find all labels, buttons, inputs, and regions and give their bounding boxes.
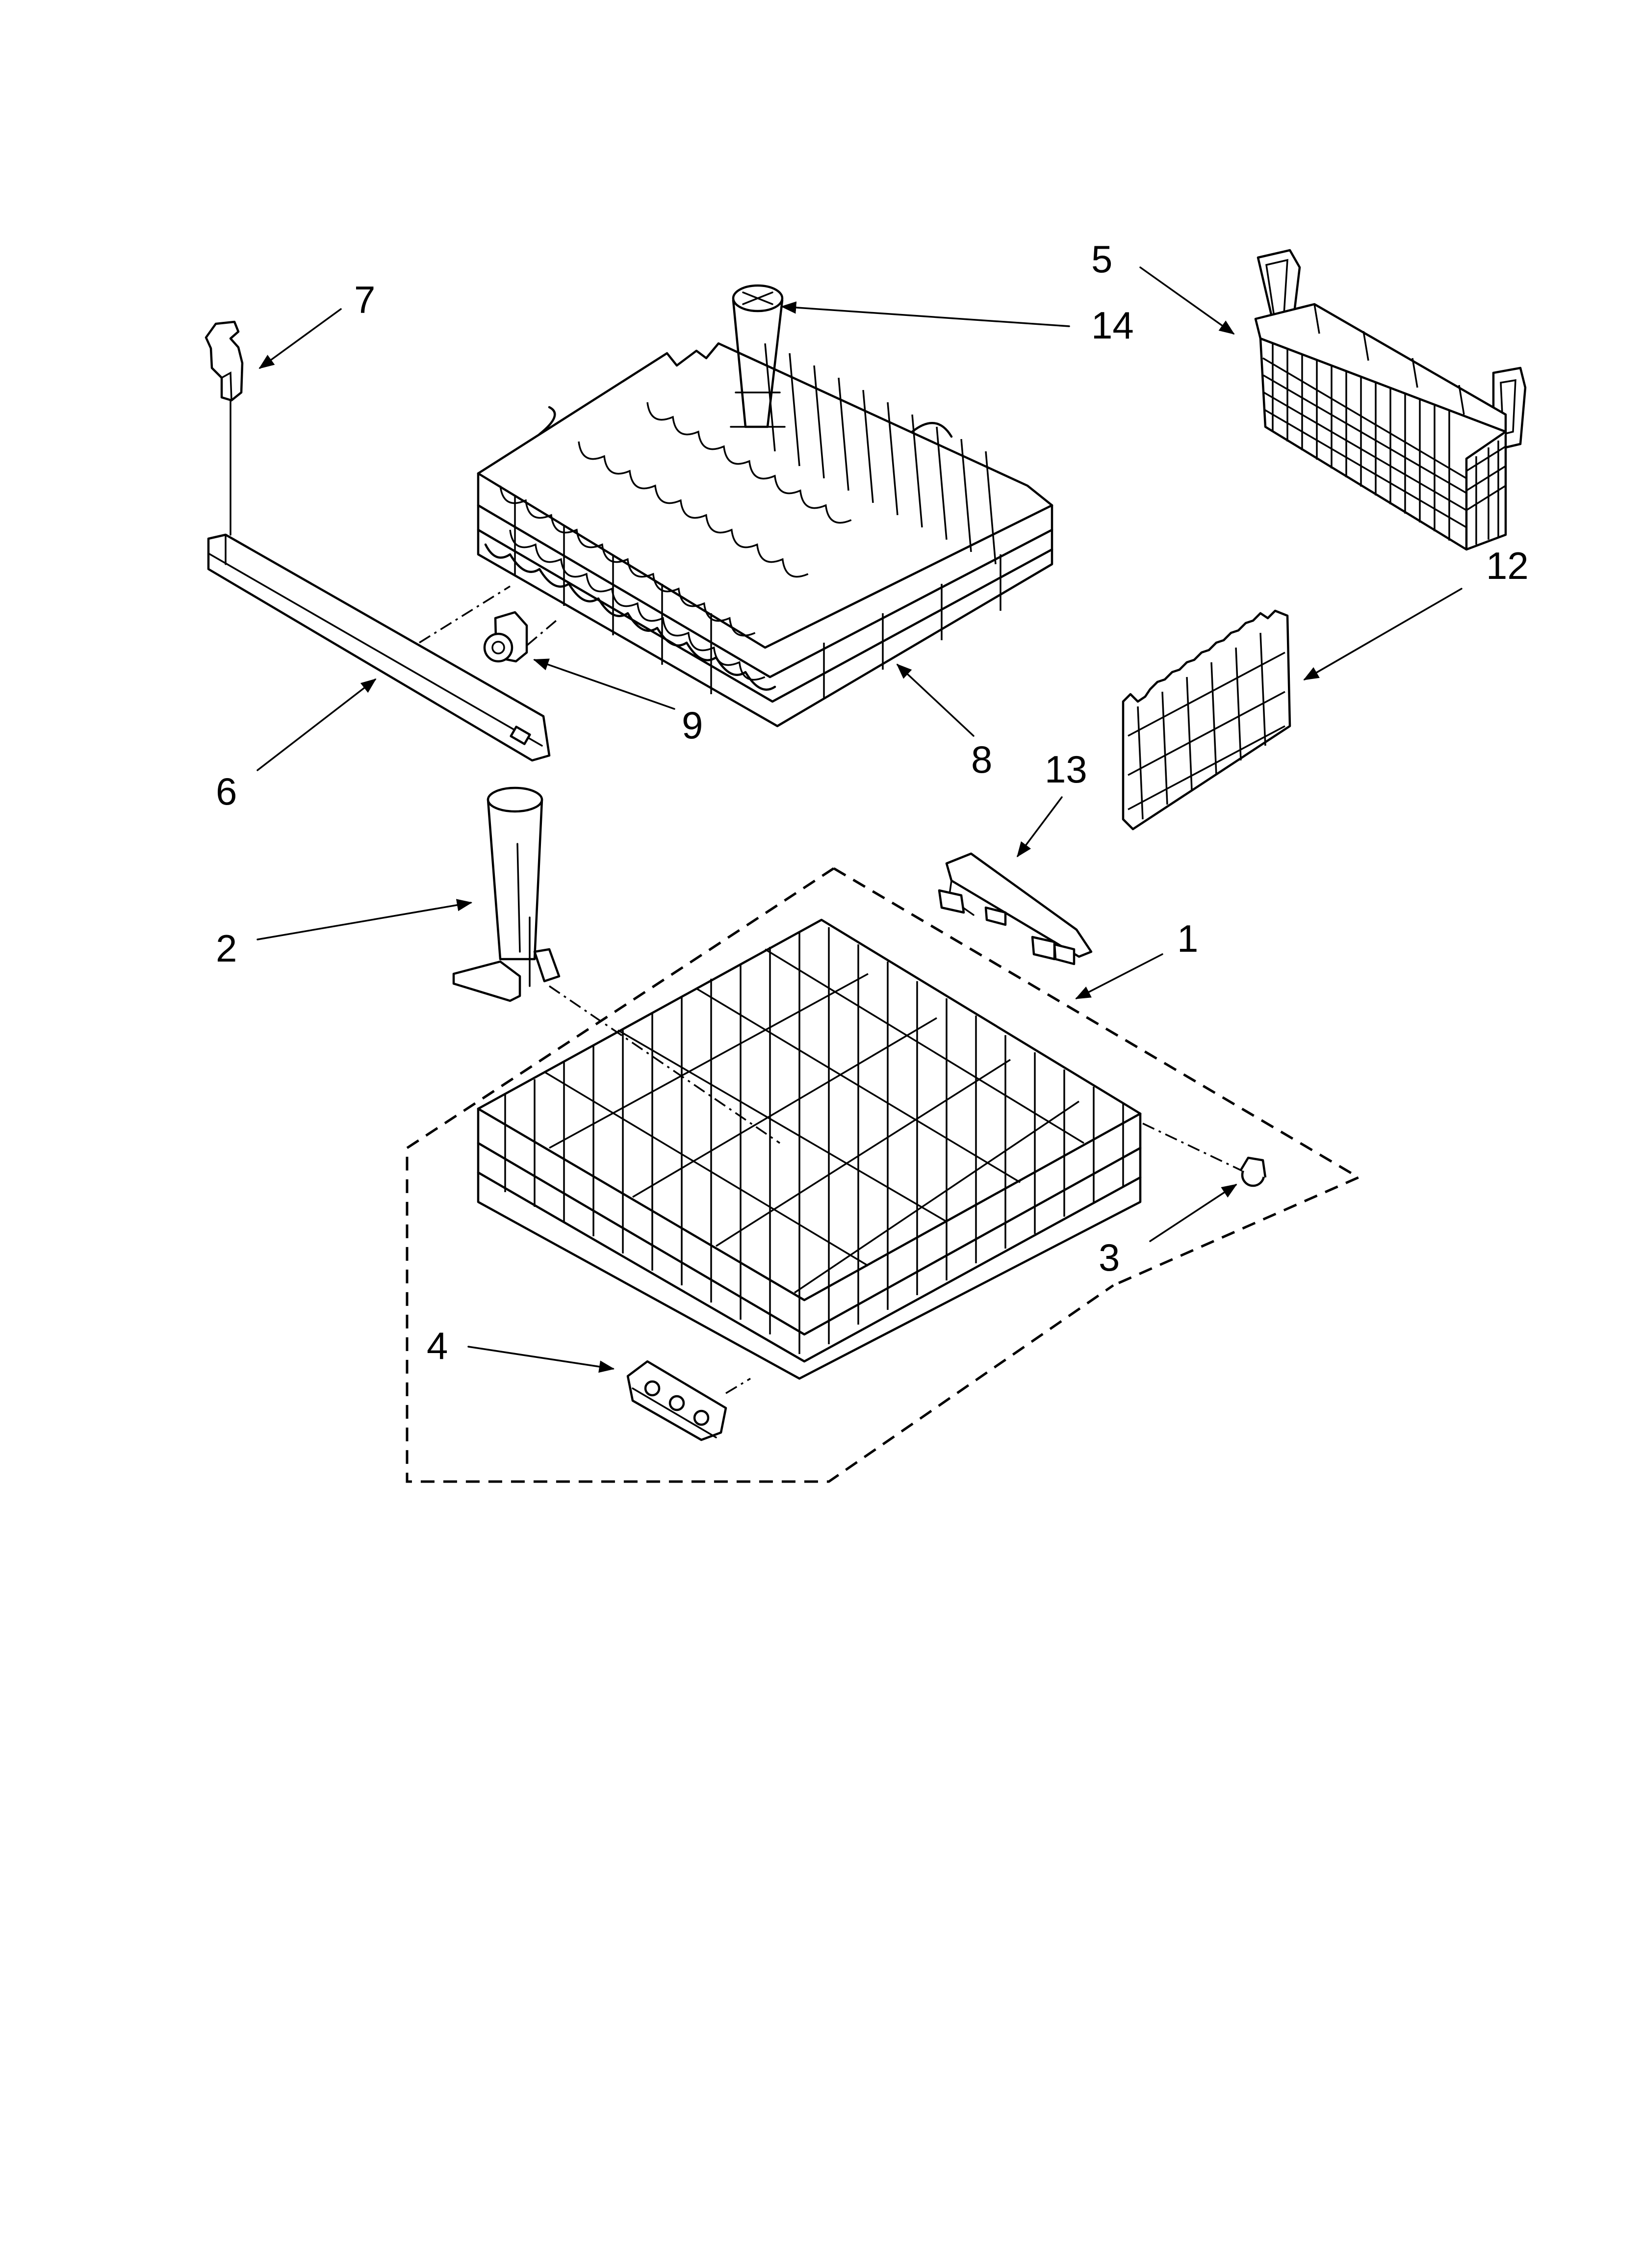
leader-8 — [896, 663, 975, 737]
callout-labels: 7 14 5 12 9 8 6 13 2 1 3 4 — [216, 237, 1529, 1367]
basket-mesh — [1262, 304, 1506, 545]
callout-12: 12 — [1486, 544, 1529, 587]
leader-7 — [258, 308, 342, 369]
part-9-wheel — [419, 585, 560, 663]
callout-7: 7 — [354, 278, 375, 321]
leader-arrows — [257, 266, 1462, 1373]
callout-6: 6 — [216, 770, 237, 813]
callout-5: 5 — [1091, 237, 1112, 281]
leader-5 — [1139, 266, 1235, 335]
part-1-lower-rack — [406, 867, 1361, 1483]
leader-4 — [467, 1346, 615, 1373]
callout-13: 13 — [1045, 748, 1087, 791]
leader-2 — [257, 899, 473, 940]
part-4-carrier — [626, 1360, 751, 1441]
leader-6 — [257, 678, 377, 771]
leader-12 — [1303, 588, 1462, 680]
leader-14 — [780, 301, 1070, 327]
part-8-upper-rack — [477, 342, 1053, 728]
callout-14: 14 — [1091, 304, 1134, 347]
callout-8: 8 — [971, 738, 992, 781]
leader-1 — [1075, 953, 1163, 999]
leader-9 — [533, 658, 675, 710]
part-3-wheel — [1240, 1156, 1267, 1187]
callout-9: 9 — [682, 704, 703, 747]
leader-13 — [1017, 796, 1063, 858]
leader-3 — [1149, 1184, 1237, 1242]
part-7-clip — [205, 320, 244, 536]
callout-2: 2 — [216, 927, 237, 970]
callout-3: 3 — [1099, 1236, 1120, 1279]
part-13-handle — [938, 852, 1093, 965]
part-12-insert — [1122, 609, 1291, 831]
callout-1: 1 — [1177, 917, 1198, 960]
part-6-rail — [207, 533, 551, 762]
part-5-basket — [1254, 249, 1527, 551]
callout-4: 4 — [427, 1324, 448, 1367]
part-14-post — [730, 284, 786, 428]
part-2-post — [452, 786, 780, 1144]
